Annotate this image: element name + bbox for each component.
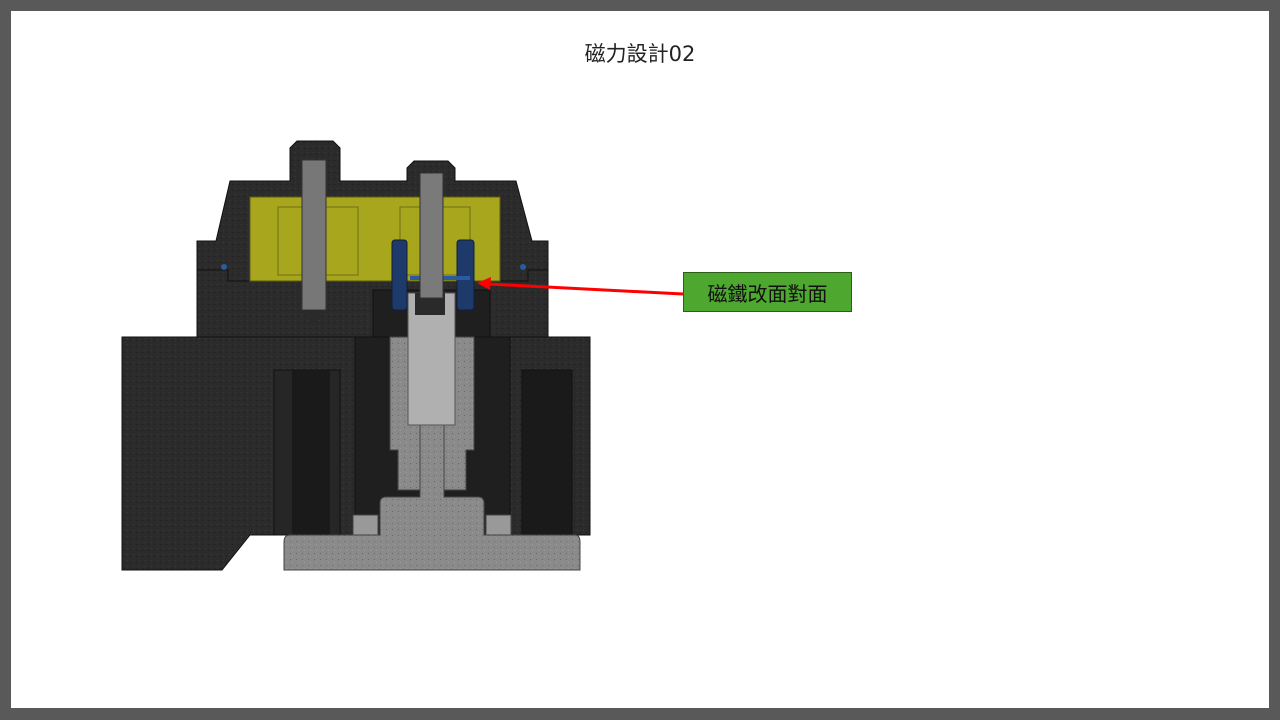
callout-label: 磁鐵改面對面	[683, 272, 852, 312]
screw-left	[301, 159, 327, 311]
arrowhead-icon	[477, 277, 491, 290]
screw-right	[419, 172, 444, 299]
magnet-right	[456, 239, 475, 311]
slide-title: 磁力設計02	[584, 42, 696, 66]
callout-arrow	[487, 282, 684, 296]
right-slot	[521, 369, 573, 536]
plunger	[283, 424, 581, 571]
magnet-left	[391, 239, 408, 311]
